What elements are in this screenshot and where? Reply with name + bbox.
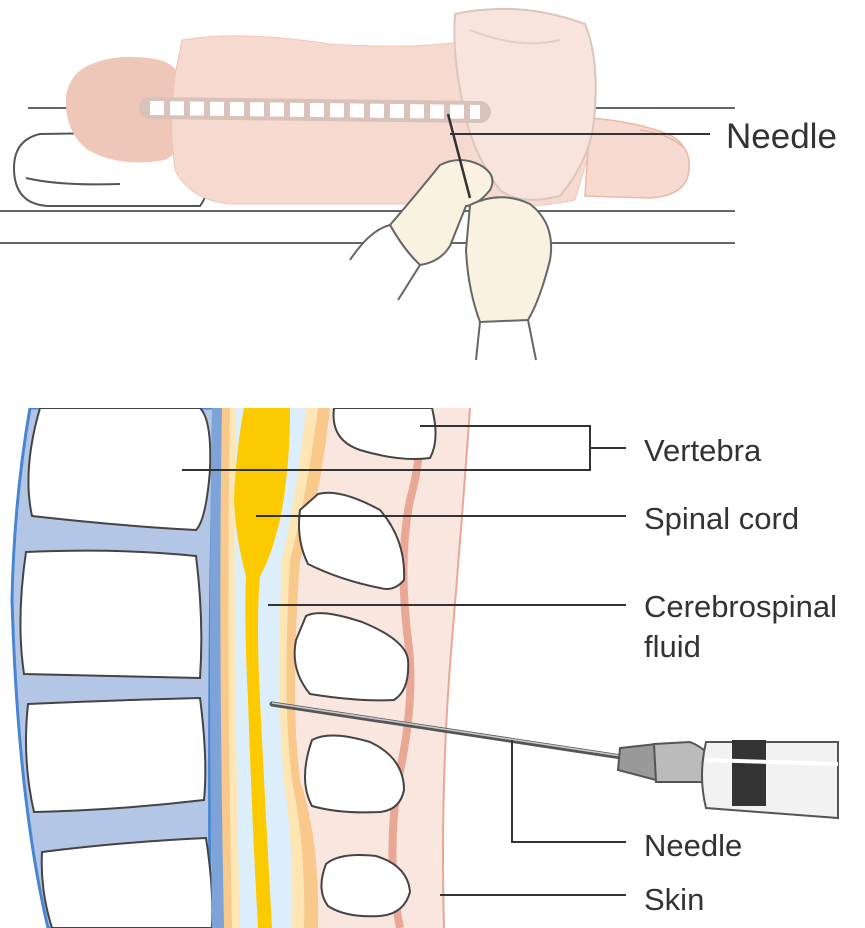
patient-hips <box>453 7 597 201</box>
glove-right <box>464 196 553 324</box>
csf-label-line2: fluid <box>644 629 701 664</box>
patient <box>65 7 690 208</box>
needle-leader <box>511 740 626 843</box>
spinous-process-4 <box>304 734 406 814</box>
patient-hair <box>65 56 189 163</box>
csf-label-line1: Cerebrospinal <box>644 589 837 624</box>
syringe-plunger-band <box>732 740 766 806</box>
vertebra-leader <box>182 425 626 471</box>
syringe-tip <box>652 740 707 783</box>
top-panel: Needle <box>0 7 837 361</box>
spinal-cord <box>234 408 290 928</box>
vertebral-body-4 <box>40 836 214 928</box>
bottom-panel: Vertebra Spinal cord Cerebrospinal fluid… <box>10 408 839 928</box>
vertebral-body-2 <box>19 549 203 680</box>
vertebral-body-3 <box>25 696 207 814</box>
spinous-process-1 <box>332 408 437 460</box>
skin-label: Skin <box>644 882 704 917</box>
syringe <box>269 701 839 820</box>
vertebral-body-1 <box>27 408 212 532</box>
spinous-process-5 <box>320 854 412 918</box>
top-needle <box>446 113 472 199</box>
vertebra-label: Vertebra <box>644 433 762 468</box>
leader-lines <box>182 425 626 896</box>
needle-label: Needle <box>644 828 742 863</box>
needle-shaft <box>269 701 631 761</box>
skin-layer <box>388 408 424 928</box>
patient-feet <box>584 117 690 199</box>
spinal-cord-label: Spinal cord <box>644 501 799 536</box>
syringe-barrel <box>701 741 839 820</box>
top-needle-label: Needle <box>726 117 837 156</box>
spinous-process-3 <box>293 612 410 702</box>
